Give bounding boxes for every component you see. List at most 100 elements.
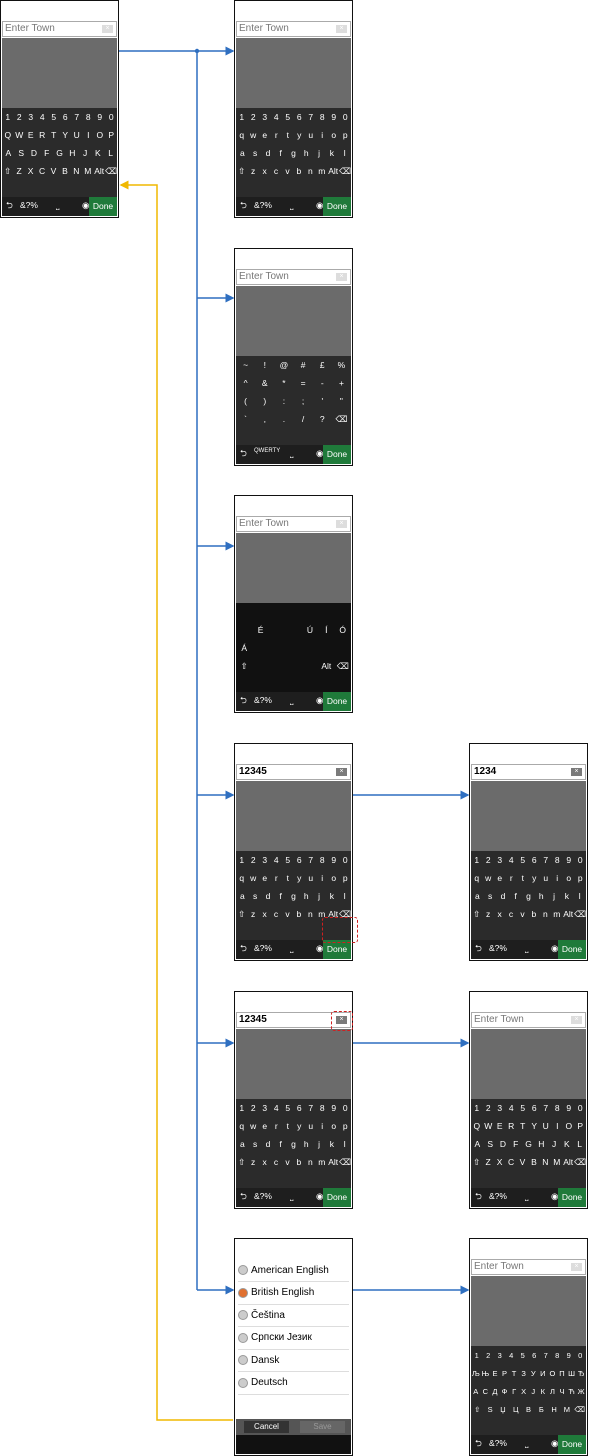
- space-key[interactable]: ⎵: [290, 200, 294, 210]
- key[interactable]: w: [250, 130, 257, 140]
- key[interactable]: W: [15, 130, 24, 140]
- radio-icon[interactable]: [238, 1355, 248, 1365]
- back-icon[interactable]: ⮌: [240, 448, 247, 458]
- key[interactable]: Б: [538, 1404, 544, 1414]
- key[interactable]: ⌫: [338, 165, 351, 176]
- key[interactable]: a: [240, 148, 245, 158]
- key[interactable]: N: [73, 166, 80, 176]
- key[interactable]: ⇧: [473, 1156, 481, 1167]
- key[interactable]: 6: [296, 1103, 302, 1113]
- key[interactable]: ': [321, 396, 324, 406]
- key[interactable]: y: [532, 873, 537, 883]
- key[interactable]: n: [542, 909, 548, 919]
- key[interactable]: `: [244, 414, 247, 424]
- key[interactable]: p: [577, 873, 583, 883]
- key[interactable]: Alt: [321, 661, 332, 671]
- key[interactable]: Alt: [328, 166, 339, 176]
- key[interactable]: М: [563, 1404, 570, 1414]
- key[interactable]: X: [496, 1157, 503, 1167]
- key[interactable]: *: [282, 378, 286, 388]
- key[interactable]: ⇧: [238, 908, 246, 919]
- key[interactable]: ⌫: [574, 1404, 585, 1414]
- key[interactable]: 9: [566, 1350, 571, 1360]
- key[interactable]: f: [514, 891, 517, 901]
- key[interactable]: Н: [551, 1404, 557, 1414]
- key[interactable]: a: [475, 891, 480, 901]
- key[interactable]: k: [329, 148, 334, 158]
- key[interactable]: K: [564, 1139, 570, 1149]
- key[interactable]: e: [262, 1121, 268, 1131]
- key[interactable]: c: [273, 909, 279, 919]
- key[interactable]: /: [301, 414, 305, 424]
- key[interactable]: 2: [486, 1350, 491, 1360]
- key[interactable]: s: [488, 891, 493, 901]
- key[interactable]: 9: [97, 112, 103, 122]
- key[interactable]: X: [27, 166, 34, 176]
- key[interactable]: Alt: [94, 166, 105, 176]
- mic-icon[interactable]: ◉: [316, 200, 324, 210]
- language-option[interactable]: British English: [238, 1282, 349, 1305]
- radio-icon[interactable]: [238, 1310, 248, 1320]
- key[interactable]: Á: [241, 643, 248, 653]
- key[interactable]: ⌫: [573, 908, 586, 919]
- language-option[interactable]: Dansk: [238, 1349, 349, 1372]
- key[interactable]: j: [318, 148, 321, 158]
- key[interactable]: 6: [296, 112, 302, 122]
- key[interactable]: 6: [296, 855, 302, 865]
- key[interactable]: 2: [250, 855, 256, 865]
- key[interactable]: ⇧: [473, 908, 481, 919]
- key[interactable]: U: [73, 130, 80, 140]
- key[interactable]: z: [251, 909, 256, 919]
- key[interactable]: q: [239, 1121, 245, 1131]
- key[interactable]: F: [513, 1139, 519, 1149]
- key[interactable]: w: [250, 873, 257, 883]
- back-icon[interactable]: ⮌: [240, 1191, 247, 1201]
- key[interactable]: 8: [319, 112, 325, 122]
- clear-icon[interactable]: ×: [336, 768, 347, 776]
- key[interactable]: g: [291, 148, 296, 158]
- mic-icon[interactable]: ◉: [551, 1438, 559, 1448]
- key[interactable]: M: [553, 1157, 561, 1167]
- key[interactable]: B: [531, 1157, 537, 1167]
- space-key[interactable]: ⎵: [290, 1191, 294, 1201]
- key[interactable]: d: [265, 1139, 271, 1149]
- key[interactable]: Alt: [328, 909, 339, 919]
- key[interactable]: 7: [543, 1350, 548, 1360]
- key[interactable]: J: [82, 148, 88, 158]
- key[interactable]: g: [526, 891, 531, 901]
- language-option[interactable]: American English: [238, 1259, 349, 1282]
- key[interactable]: 7: [308, 112, 314, 122]
- key[interactable]: d: [265, 891, 271, 901]
- key[interactable]: 9: [331, 855, 337, 865]
- space-key[interactable]: ⎵: [290, 695, 294, 705]
- done-button[interactable]: Done: [323, 445, 351, 464]
- key[interactable]: Т: [511, 1368, 517, 1378]
- key[interactable]: l: [343, 891, 346, 901]
- key[interactable]: ⇧: [474, 1404, 481, 1414]
- key[interactable]: @: [279, 360, 289, 370]
- key[interactable]: Д: [492, 1386, 498, 1396]
- key[interactable]: d: [265, 148, 271, 158]
- key[interactable]: b: [531, 909, 537, 919]
- key[interactable]: 2: [250, 1103, 256, 1113]
- key[interactable]: b: [296, 1157, 302, 1167]
- key[interactable]: g: [291, 1139, 296, 1149]
- mic-icon[interactable]: ◉: [551, 943, 559, 953]
- key[interactable]: R: [39, 130, 46, 140]
- key[interactable]: C: [507, 1157, 515, 1167]
- key[interactable]: 3: [262, 855, 268, 865]
- town-search-field[interactable]: Enter Town×: [471, 1012, 586, 1028]
- key[interactable]: o: [566, 873, 572, 883]
- done-button[interactable]: Done: [323, 197, 351, 216]
- key[interactable]: É: [257, 625, 264, 635]
- key[interactable]: 0: [578, 1350, 583, 1360]
- key[interactable]: k: [329, 891, 334, 901]
- key[interactable]: ⌫: [335, 413, 348, 424]
- key[interactable]: 5: [285, 1103, 291, 1113]
- key[interactable]: x: [262, 909, 267, 919]
- done-button[interactable]: Done: [323, 1188, 351, 1207]
- key[interactable]: F: [44, 148, 50, 158]
- clear-icon[interactable]: ×: [336, 273, 347, 281]
- key[interactable]: 0: [342, 112, 348, 122]
- key[interactable]: 0: [577, 1103, 583, 1113]
